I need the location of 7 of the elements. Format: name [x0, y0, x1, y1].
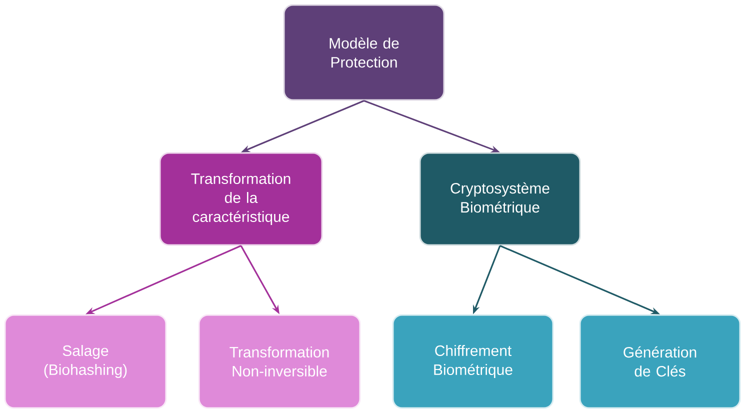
process-box: Chiffrement Biométrique	[392, 314, 554, 409]
process-box: Génération de Clés	[579, 314, 741, 409]
process-box: Transformation de la caractéristique	[159, 152, 323, 246]
process-box: Salage (Biohashing)	[4, 314, 167, 409]
process-box: Cryptosystème Biométrique	[419, 152, 581, 246]
process-box: Transformation Non-inversible	[198, 314, 361, 409]
process-box: Modèle de Protection	[283, 4, 445, 101]
